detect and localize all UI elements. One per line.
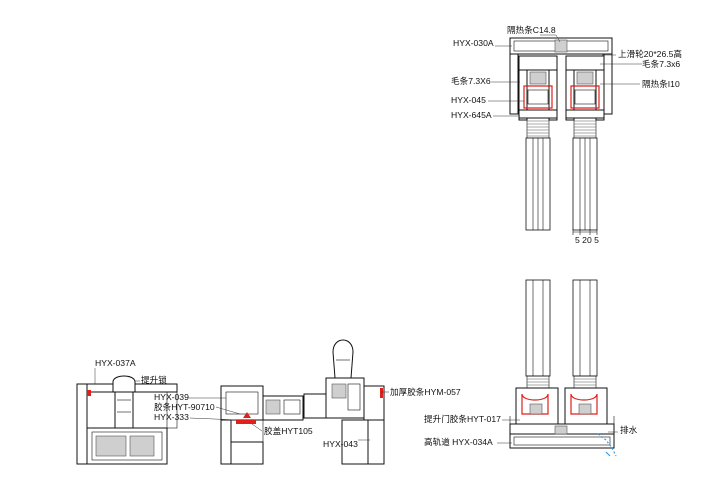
label-lift-door-gasket: 提升门胶条HYT-017 [424,413,501,424]
label-hyx-030a: HYX-030A [453,38,494,48]
section-c-leaders [358,391,389,441]
label-hyx-645a: HYX-645A [451,110,492,120]
top-leaders [488,34,642,117]
jamb-section-a [76,375,178,465]
label-hyx-039: HYX-039 [154,392,189,402]
head-section [509,37,613,235]
sill-section [509,279,617,457]
label-lift-lock: 提升锁 [141,374,167,385]
label-hyx-043: HYX-043 [323,439,358,449]
interlock-section-b [220,385,304,465]
jamb-section-c [303,339,385,465]
label-drainage: 排水 [620,424,638,435]
label-gasket-hyt90710: 胶条HYT-90710 [154,401,215,412]
interlock-leaders [188,397,263,432]
label-cap-hyt105: 胶盖HYT105 [264,425,313,436]
sill-leaders [497,419,618,444]
label-upper-roller: 上滑轮20*26.5高 [618,48,682,59]
dimension-label: 5 20 5 [575,235,599,245]
label-high-rail: 高轨道 HYX-034A [424,436,493,447]
label-brush-right: 毛条7.3x6 [642,58,680,69]
label-hyx-333: HYX-333 [154,412,189,422]
label-hyx-045: HYX-045 [451,95,486,105]
label-hyx-037a: HYX-037A [95,358,136,368]
label-thermal-c148: 隔热条C14.8 [507,24,556,35]
label-thermal-i10: 隔热条I10 [642,78,680,89]
label-reinforced-hym057: 加厚胶条HYM-057 [390,386,461,397]
label-brush-left: 毛条7.3X6 [451,75,491,86]
